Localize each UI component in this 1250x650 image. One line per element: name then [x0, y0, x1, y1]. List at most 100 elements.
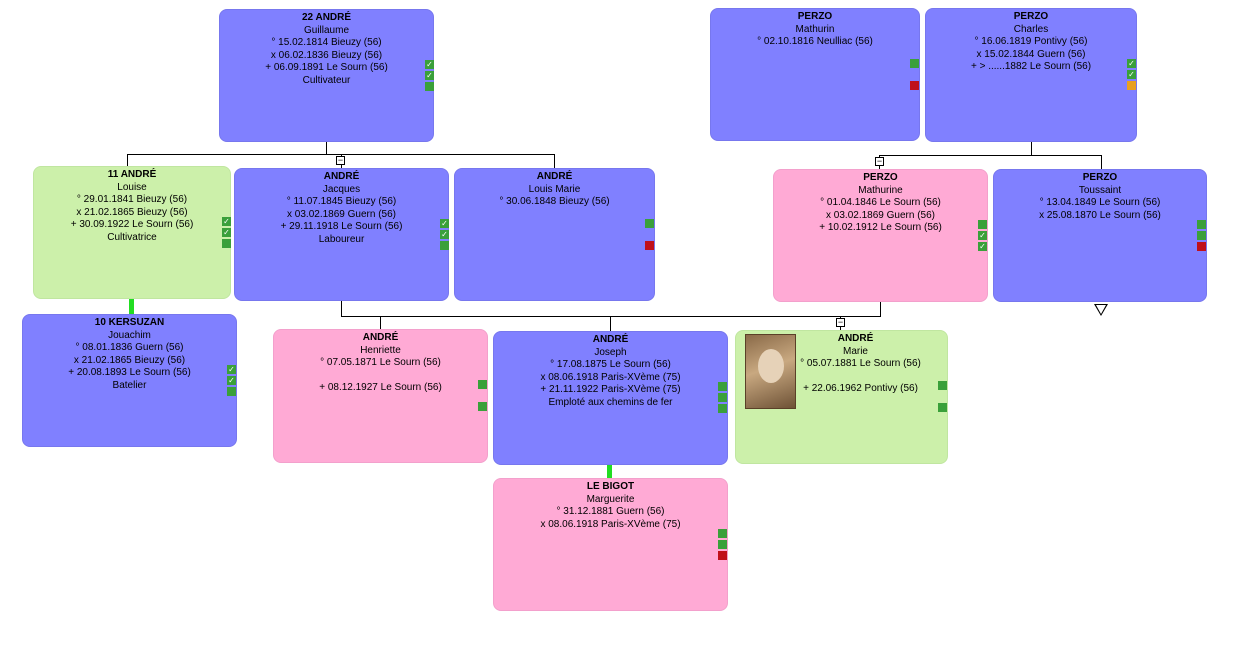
collapse-icon[interactable]: −: [836, 317, 845, 327]
death-line: + 22.06.1962 Pontivy (56): [803, 383, 918, 394]
person-given-name: Charles: [1013, 23, 1049, 35]
marriage-line: x 08.06.1918 Paris-XVème (75): [540, 371, 681, 383]
status-icon[interactable]: [938, 403, 947, 412]
birth-line: ° 11.07.1845 Bieuzy (56): [286, 196, 397, 207]
collapse-icon[interactable]: −: [875, 156, 884, 166]
portrait-face: [758, 349, 784, 383]
check-icon[interactable]: ✓: [440, 219, 449, 228]
status-icon[interactable]: [645, 241, 654, 250]
person-surname: PERZO: [1082, 172, 1118, 183]
person-given-name: Jacques: [322, 183, 361, 195]
person-card-perzo-mathurin[interactable]: PERZO Mathurin ° 02.10.1816 Neulliac (56…: [710, 8, 920, 141]
person-surname: ANDRÉ: [362, 332, 399, 343]
birth-line: ° 05.07.1881 Le Sourn (56): [800, 358, 921, 369]
expand-icon[interactable]: [1094, 304, 1108, 316]
status-icon[interactable]: [1197, 231, 1206, 240]
connector: [380, 316, 381, 330]
connector: [1101, 155, 1102, 169]
check-icon[interactable]: ✓: [978, 231, 987, 240]
status-icon[interactable]: [645, 219, 654, 228]
death-line: + 21.11.1922 Paris-XVème (75): [540, 384, 681, 395]
collapse-icon[interactable]: −: [336, 155, 345, 165]
birth-line: ° 07.05.1871 Le Sourn (56): [320, 357, 441, 368]
status-icon[interactable]: [478, 402, 487, 411]
person-card-perzo-charles[interactable]: PERZO Charles ° 16.06.1819 Pontivy (56) …: [925, 8, 1137, 142]
check-icon[interactable]: ✓: [978, 242, 987, 251]
person-card-kersuzan-jouachim[interactable]: 10 KERSUZAN Jouachim ° 08.01.1836 Guern …: [22, 314, 237, 447]
person-surname: PERZO: [1013, 11, 1049, 22]
status-icon[interactable]: [718, 393, 727, 402]
marriage-line: x 03.02.1869 Guern (56): [826, 209, 935, 221]
person-card-lebigot-marguerite[interactable]: LE BIGOT Marguerite ° 31.12.1881 Guern (…: [493, 478, 728, 611]
person-card-andre-henriette[interactable]: ANDRÉ Henriette ° 07.05.1871 Le Sourn (5…: [273, 329, 488, 463]
person-card-andre-jacques[interactable]: ANDRÉ Jacques ° 11.07.1845 Bieuzy (56) x…: [234, 168, 449, 301]
person-card-andre-guillaume[interactable]: 22 ANDRÉ Guillaume ° 15.02.1814 Bieuzy (…: [219, 9, 434, 142]
birth-line: ° 02.10.1816 Neulliac (56): [757, 36, 873, 47]
check-icon[interactable]: ✓: [425, 60, 434, 69]
person-card-andre-louis-marie[interactable]: ANDRÉ Louis Marie ° 30.06.1848 Bieuzy (5…: [454, 168, 655, 301]
check-icon[interactable]: ✓: [425, 71, 434, 80]
death-line: + 10.02.1912 Le Sourn (56): [819, 222, 942, 233]
check-icon[interactable]: ✓: [227, 365, 236, 374]
status-icon[interactable]: [718, 551, 727, 560]
status-icon[interactable]: [222, 239, 231, 248]
person-surname: ANDRÉ: [323, 171, 360, 182]
birth-line: ° 30.06.1848 Bieuzy (56): [499, 196, 610, 207]
person-surname: 11 ANDRÉ: [107, 169, 157, 180]
status-icon[interactable]: [1197, 242, 1206, 251]
person-card-andre-louise[interactable]: 11 ANDRÉ Louise ° 29.01.1841 Bieuzy (56)…: [33, 166, 231, 299]
marriage-line: x 08.06.1918 Paris-XVème (75): [540, 518, 681, 530]
status-icon[interactable]: [440, 241, 449, 250]
death-line: + 20.08.1893 Le Sourn (56): [68, 367, 191, 378]
person-given-name: Marie: [842, 345, 868, 357]
marriage-line: [274, 370, 487, 383]
marriage-line: x 03.02.1869 Guern (56): [287, 208, 396, 220]
occupation-line: Emploté aux chemins de fer: [548, 396, 673, 408]
status-icon[interactable]: [910, 81, 919, 90]
birth-line: ° 15.02.1814 Bieuzy (56): [271, 37, 382, 48]
person-given-name: Mathurin: [795, 23, 835, 35]
person-card-andre-joseph[interactable]: ANDRÉ Joseph ° 17.08.1875 Le Sourn (56) …: [493, 331, 728, 465]
status-icon[interactable]: [978, 220, 987, 229]
death-line: + 30.09.1922 Le Sourn (56): [70, 219, 194, 230]
status-icon[interactable]: [718, 529, 727, 538]
person-given-name: Mathurine: [858, 184, 903, 196]
check-icon[interactable]: ✓: [440, 230, 449, 239]
birth-line: ° 16.06.1819 Pontivy (56): [974, 36, 1088, 47]
person-given-name: Henriette: [360, 344, 401, 356]
person-given-name: Guillaume: [303, 24, 350, 36]
connector: [341, 316, 881, 317]
check-icon[interactable]: ✓: [222, 228, 231, 237]
death-line: + 08.12.1927 Le Sourn (56): [319, 382, 442, 393]
status-icon[interactable]: [938, 381, 947, 390]
status-icon[interactable]: [1197, 220, 1206, 229]
person-surname: LE BIGOT: [586, 481, 635, 492]
person-surname: ANDRÉ: [837, 333, 874, 344]
connector: [127, 154, 128, 168]
person-given-name: Joseph: [594, 346, 627, 358]
person-card-perzo-mathurine[interactable]: PERZO Mathurine ° 01.04.1846 Le Sourn (5…: [773, 169, 988, 302]
status-icon[interactable]: [1127, 81, 1136, 90]
status-icon[interactable]: [718, 382, 727, 391]
marriage-link: [129, 299, 134, 315]
person-given-name: Louis Marie: [528, 183, 581, 195]
connector: [127, 154, 554, 155]
person-surname: ANDRÉ: [592, 334, 629, 345]
person-surname: 10 KERSUZAN: [94, 317, 165, 328]
check-icon[interactable]: ✓: [1127, 70, 1136, 79]
status-icon[interactable]: [718, 540, 727, 549]
person-given-name: Marguerite: [586, 493, 635, 505]
check-icon[interactable]: ✓: [227, 376, 236, 385]
person-card-perzo-toussaint[interactable]: PERZO Toussaint ° 13.04.1849 Le Sourn (5…: [993, 169, 1207, 302]
status-icon[interactable]: [718, 404, 727, 413]
check-icon[interactable]: ✓: [1127, 59, 1136, 68]
person-photo[interactable]: [745, 334, 796, 409]
status-icon[interactable]: [910, 59, 919, 68]
status-icon[interactable]: [227, 387, 236, 396]
status-icon[interactable]: [478, 380, 487, 389]
status-icon[interactable]: [425, 82, 434, 91]
connector: [341, 301, 342, 317]
birth-line: ° 01.04.1846 Le Sourn (56): [820, 197, 941, 208]
check-icon[interactable]: ✓: [222, 217, 231, 226]
death-line: + > ......1882 Le Sourn (56): [970, 61, 1092, 72]
